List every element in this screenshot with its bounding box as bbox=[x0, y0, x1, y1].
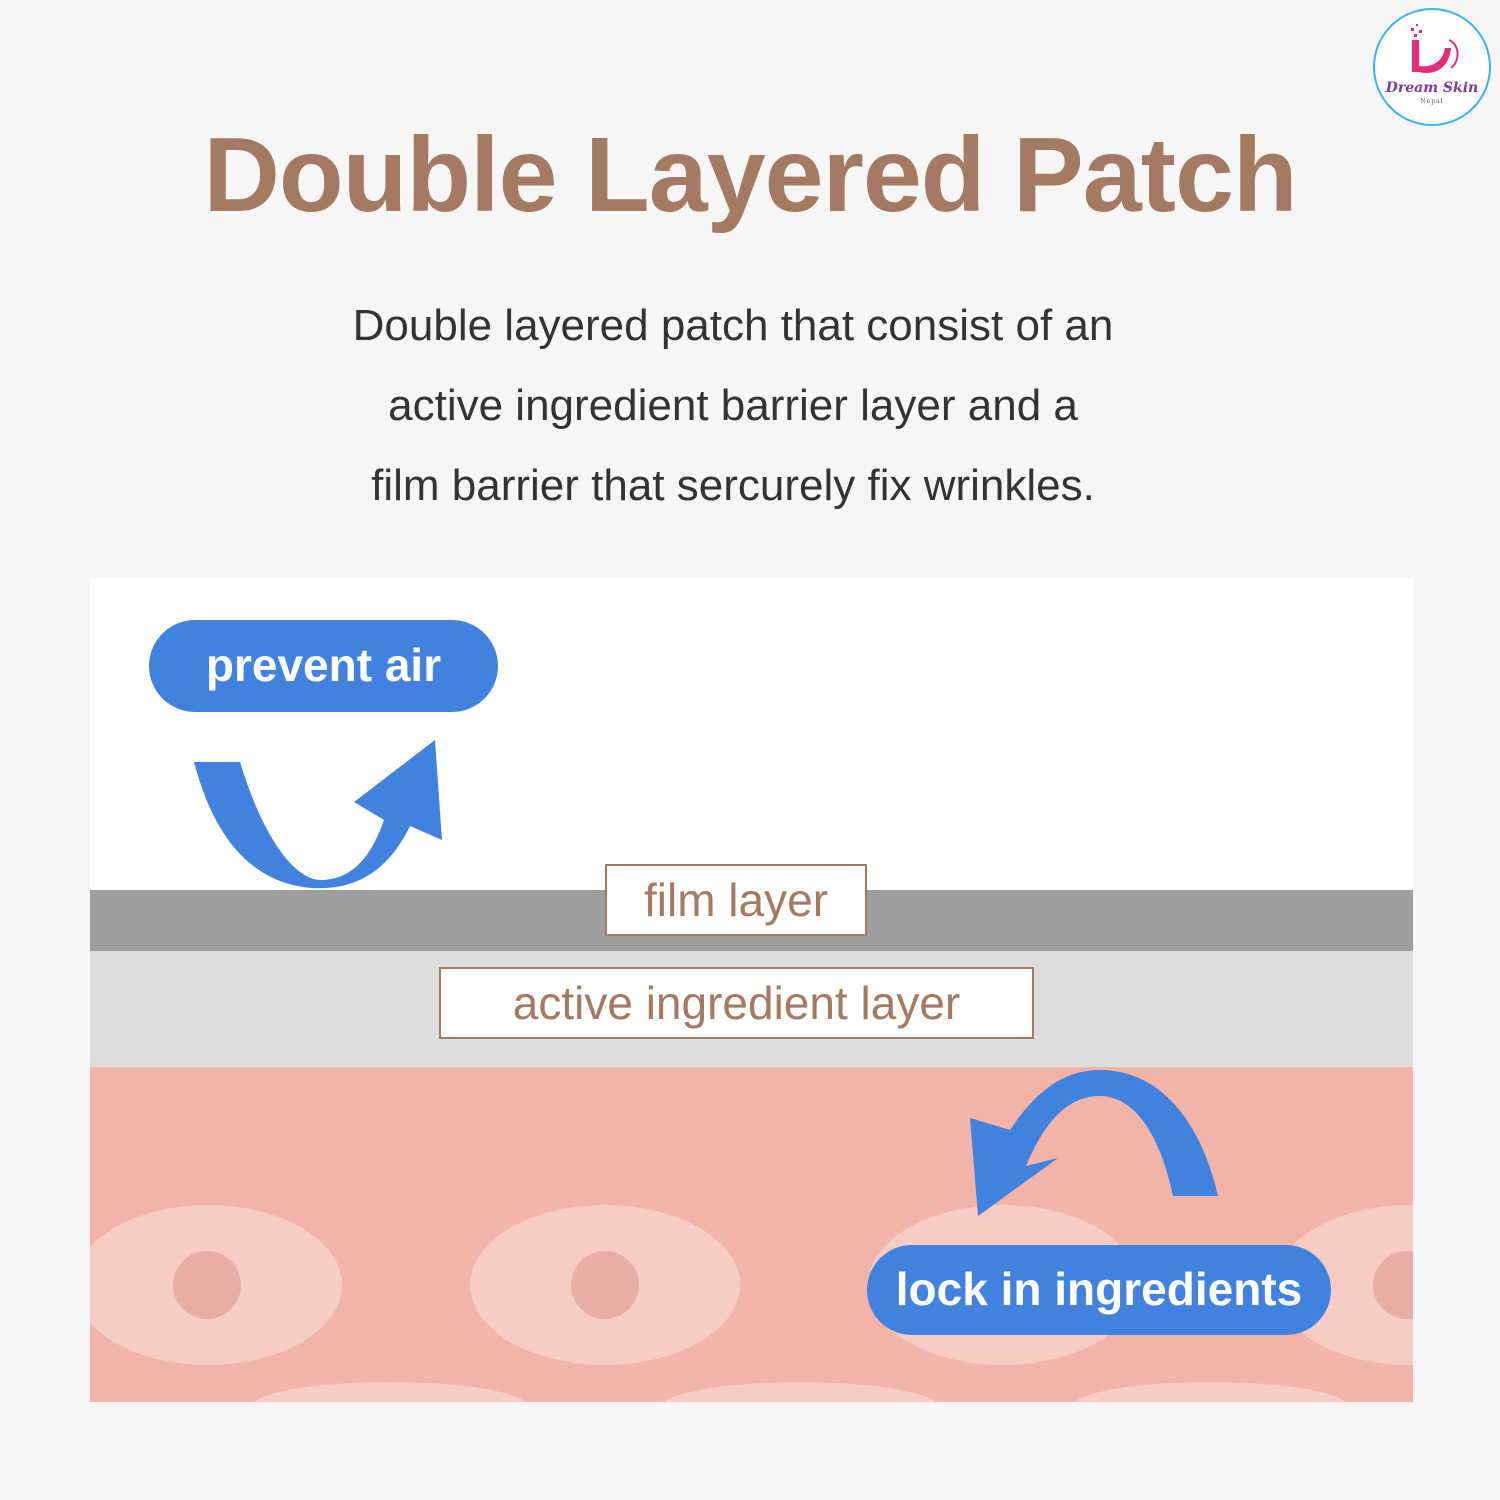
logo-sub: Nepal bbox=[1420, 98, 1444, 105]
lock-in-ingredients-badge: lock in ingredients bbox=[867, 1245, 1331, 1335]
film-layer-label: film layer bbox=[605, 864, 867, 936]
return-arrow-icon bbox=[970, 1070, 1218, 1216]
page-title: Double Layered Patch bbox=[203, 116, 1297, 234]
description-line: film barrier that sercurely fix wrinkles… bbox=[371, 461, 1095, 510]
active-ingredient-label: active ingredient layer bbox=[439, 967, 1034, 1039]
logo-mark-icon bbox=[1411, 24, 1459, 73]
u-turn-arrow-icon bbox=[194, 740, 442, 889]
description-line: active ingredient barrier layer and a bbox=[388, 381, 1078, 430]
logo-name: Dream Skin bbox=[1385, 80, 1479, 96]
patch-diagram: film layer active ingredient layer preve… bbox=[90, 578, 1413, 1402]
brand-logo: Dream Skin Nepal bbox=[1373, 8, 1491, 126]
description: Double layered patch that consist of an … bbox=[250, 286, 1216, 526]
description-line: Double layered patch that consist of an bbox=[352, 301, 1114, 350]
prevent-air-badge: prevent air bbox=[149, 620, 498, 712]
